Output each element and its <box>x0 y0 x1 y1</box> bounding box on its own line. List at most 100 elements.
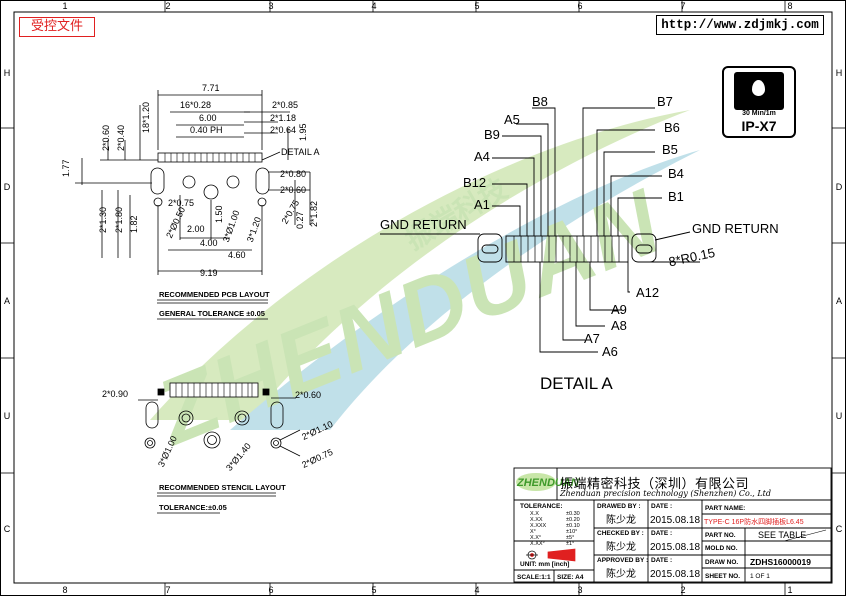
pin-label: A5 <box>504 112 520 127</box>
title-block <box>513 467 832 583</box>
tol-row: X.XX° <box>530 541 545 547</box>
grid-col-top: 4 <box>371 1 376 11</box>
dim-label: 1.82 <box>129 215 139 233</box>
checked-by-label: CHECKED BY : <box>597 530 644 537</box>
dim-label: 1.77 <box>61 159 71 177</box>
grid-col-bottom: 4 <box>474 585 479 595</box>
grid-col-top: 7 <box>680 1 685 11</box>
pin-label: B12 <box>463 175 486 190</box>
pin-label: B8 <box>532 94 548 109</box>
scale-label: SCALE:1:1 <box>517 574 551 581</box>
grid-col-top: 5 <box>474 1 479 11</box>
dim-label: 2*0.60 <box>295 390 321 400</box>
tol-row: X.XXX <box>530 523 547 529</box>
water-drop-icon <box>734 72 784 110</box>
dim-label: 2*1.80 <box>114 207 124 233</box>
dim-label: 1.50 <box>214 205 224 223</box>
part-no-label: PART NO. <box>705 532 736 539</box>
dim-label: 2.00 <box>187 224 205 234</box>
logo-text: ZHENDUAN <box>516 477 580 489</box>
pin-label: B6 <box>664 120 680 135</box>
grid-row-right: D <box>836 182 843 192</box>
grid-row-right: C <box>836 524 843 534</box>
dim-label: 1.95 <box>298 123 308 141</box>
draw-no-label: DRAW NO. <box>705 559 738 566</box>
part-name-label: PART NAME: <box>705 505 745 512</box>
tol-row: X.X° <box>530 535 541 541</box>
dim-label: DETAIL A <box>281 147 320 157</box>
date-value: 2015.08.18 <box>650 569 700 580</box>
dim-label: 2*1.82 <box>309 201 319 227</box>
company-name-cn: 振端精密科技（深圳）有限公司 <box>560 477 750 492</box>
grid-col-bottom: 8 <box>62 585 67 595</box>
tol-row: ±0.30 <box>566 511 580 517</box>
mold-no-label: MOLD NO. <box>705 545 738 552</box>
grid-row-right: A <box>836 296 842 306</box>
dim-label: 16*0.28 <box>180 100 211 110</box>
dim-label: 4.00 <box>200 238 218 248</box>
grid-col-bottom: 3 <box>577 585 582 595</box>
tol-row: X.XX <box>530 517 543 523</box>
grid-col-top: 6 <box>577 1 582 11</box>
stencil-tolerance: TOLERANCE:±0.05 <box>159 503 227 512</box>
ip-rating-badge: 30 Min/1m IP-X7 <box>722 66 796 138</box>
detail-a <box>380 107 700 353</box>
part-no-value: SEE TABLE <box>758 530 806 540</box>
grid-row-left: A <box>4 296 10 306</box>
drawn-by-value: 陈少龙 <box>606 513 636 526</box>
tol-row: ±1° <box>566 541 574 547</box>
pcb-layout <box>75 90 311 275</box>
dim-label: 9.19 <box>200 268 218 278</box>
pcb-tolerance: GENERAL TOLERANCE ±0.05 <box>159 309 265 318</box>
dim-label: 4.60 <box>228 250 246 260</box>
grid-row-right: H <box>836 68 843 78</box>
gnd-right-label: GND RETURN <box>692 221 779 236</box>
detail-title: DETAIL A <box>540 374 613 393</box>
website-url[interactable]: http://www.zdjmkj.com <box>656 15 824 35</box>
tolerance-label: TOLERANCE: <box>520 503 563 510</box>
sheet-no-value: 1 OF 1 <box>750 573 770 580</box>
pin-label: B7 <box>657 94 673 109</box>
grid-col-bottom: 5 <box>371 585 376 595</box>
dim-label: 2*1.30 <box>98 207 108 233</box>
dim-label: 2*0.60 <box>101 125 111 151</box>
date-label: DATE : <box>651 503 672 510</box>
date-value: 2015.08.18 <box>650 515 700 526</box>
pin-label: B4 <box>668 166 684 181</box>
pin-label: B1 <box>668 189 684 204</box>
pin-label: A8 <box>611 318 627 333</box>
stencil-layout <box>138 382 301 457</box>
tol-row: ±0.20 <box>566 517 580 523</box>
pin-label: A1 <box>474 197 490 212</box>
size-label: SIZE: A4 <box>557 574 584 581</box>
grid-col-bottom: 1 <box>787 585 792 595</box>
dim-label: 2*0.85 <box>272 100 298 110</box>
part-name-value: TYPE-C 16P防水四脚插板L6.45 <box>704 517 804 526</box>
pin-label: A9 <box>611 302 627 317</box>
approved-by-label: APPROVED BY : <box>597 557 648 564</box>
pcb-title: RECOMMENDED PCB LAYOUT <box>159 290 270 299</box>
dim-label: 2*0.90 <box>102 389 128 399</box>
tol-row: X.X <box>530 511 539 517</box>
grid-col-bottom: 6 <box>268 585 273 595</box>
pin-label: A12 <box>636 285 659 300</box>
grid-col-top: 2 <box>165 1 170 11</box>
grid-row-left: C <box>4 524 11 534</box>
dim-label: 2*0.80 <box>280 169 306 179</box>
dim-label: 0.27 <box>295 211 305 229</box>
dim-label: 18*1.20 <box>141 102 151 133</box>
tol-symbol <box>526 548 576 562</box>
dim-label: 0.40 PH <box>190 125 223 135</box>
pin-label: A6 <box>602 344 618 359</box>
tol-row: ±5° <box>566 535 574 541</box>
unit-label: UNIT: mm [inch] <box>520 561 569 568</box>
gnd-left-label: GND RETURN <box>380 217 467 232</box>
date-label: DATE : <box>651 530 672 537</box>
grid-col-bottom: 7 <box>165 585 170 595</box>
grid-col-top: 8 <box>787 1 792 11</box>
dim-label: 2*0.75 <box>168 198 194 208</box>
dim-label: 2*0.40 <box>116 125 126 151</box>
tol-row: ±0.10 <box>566 523 580 529</box>
